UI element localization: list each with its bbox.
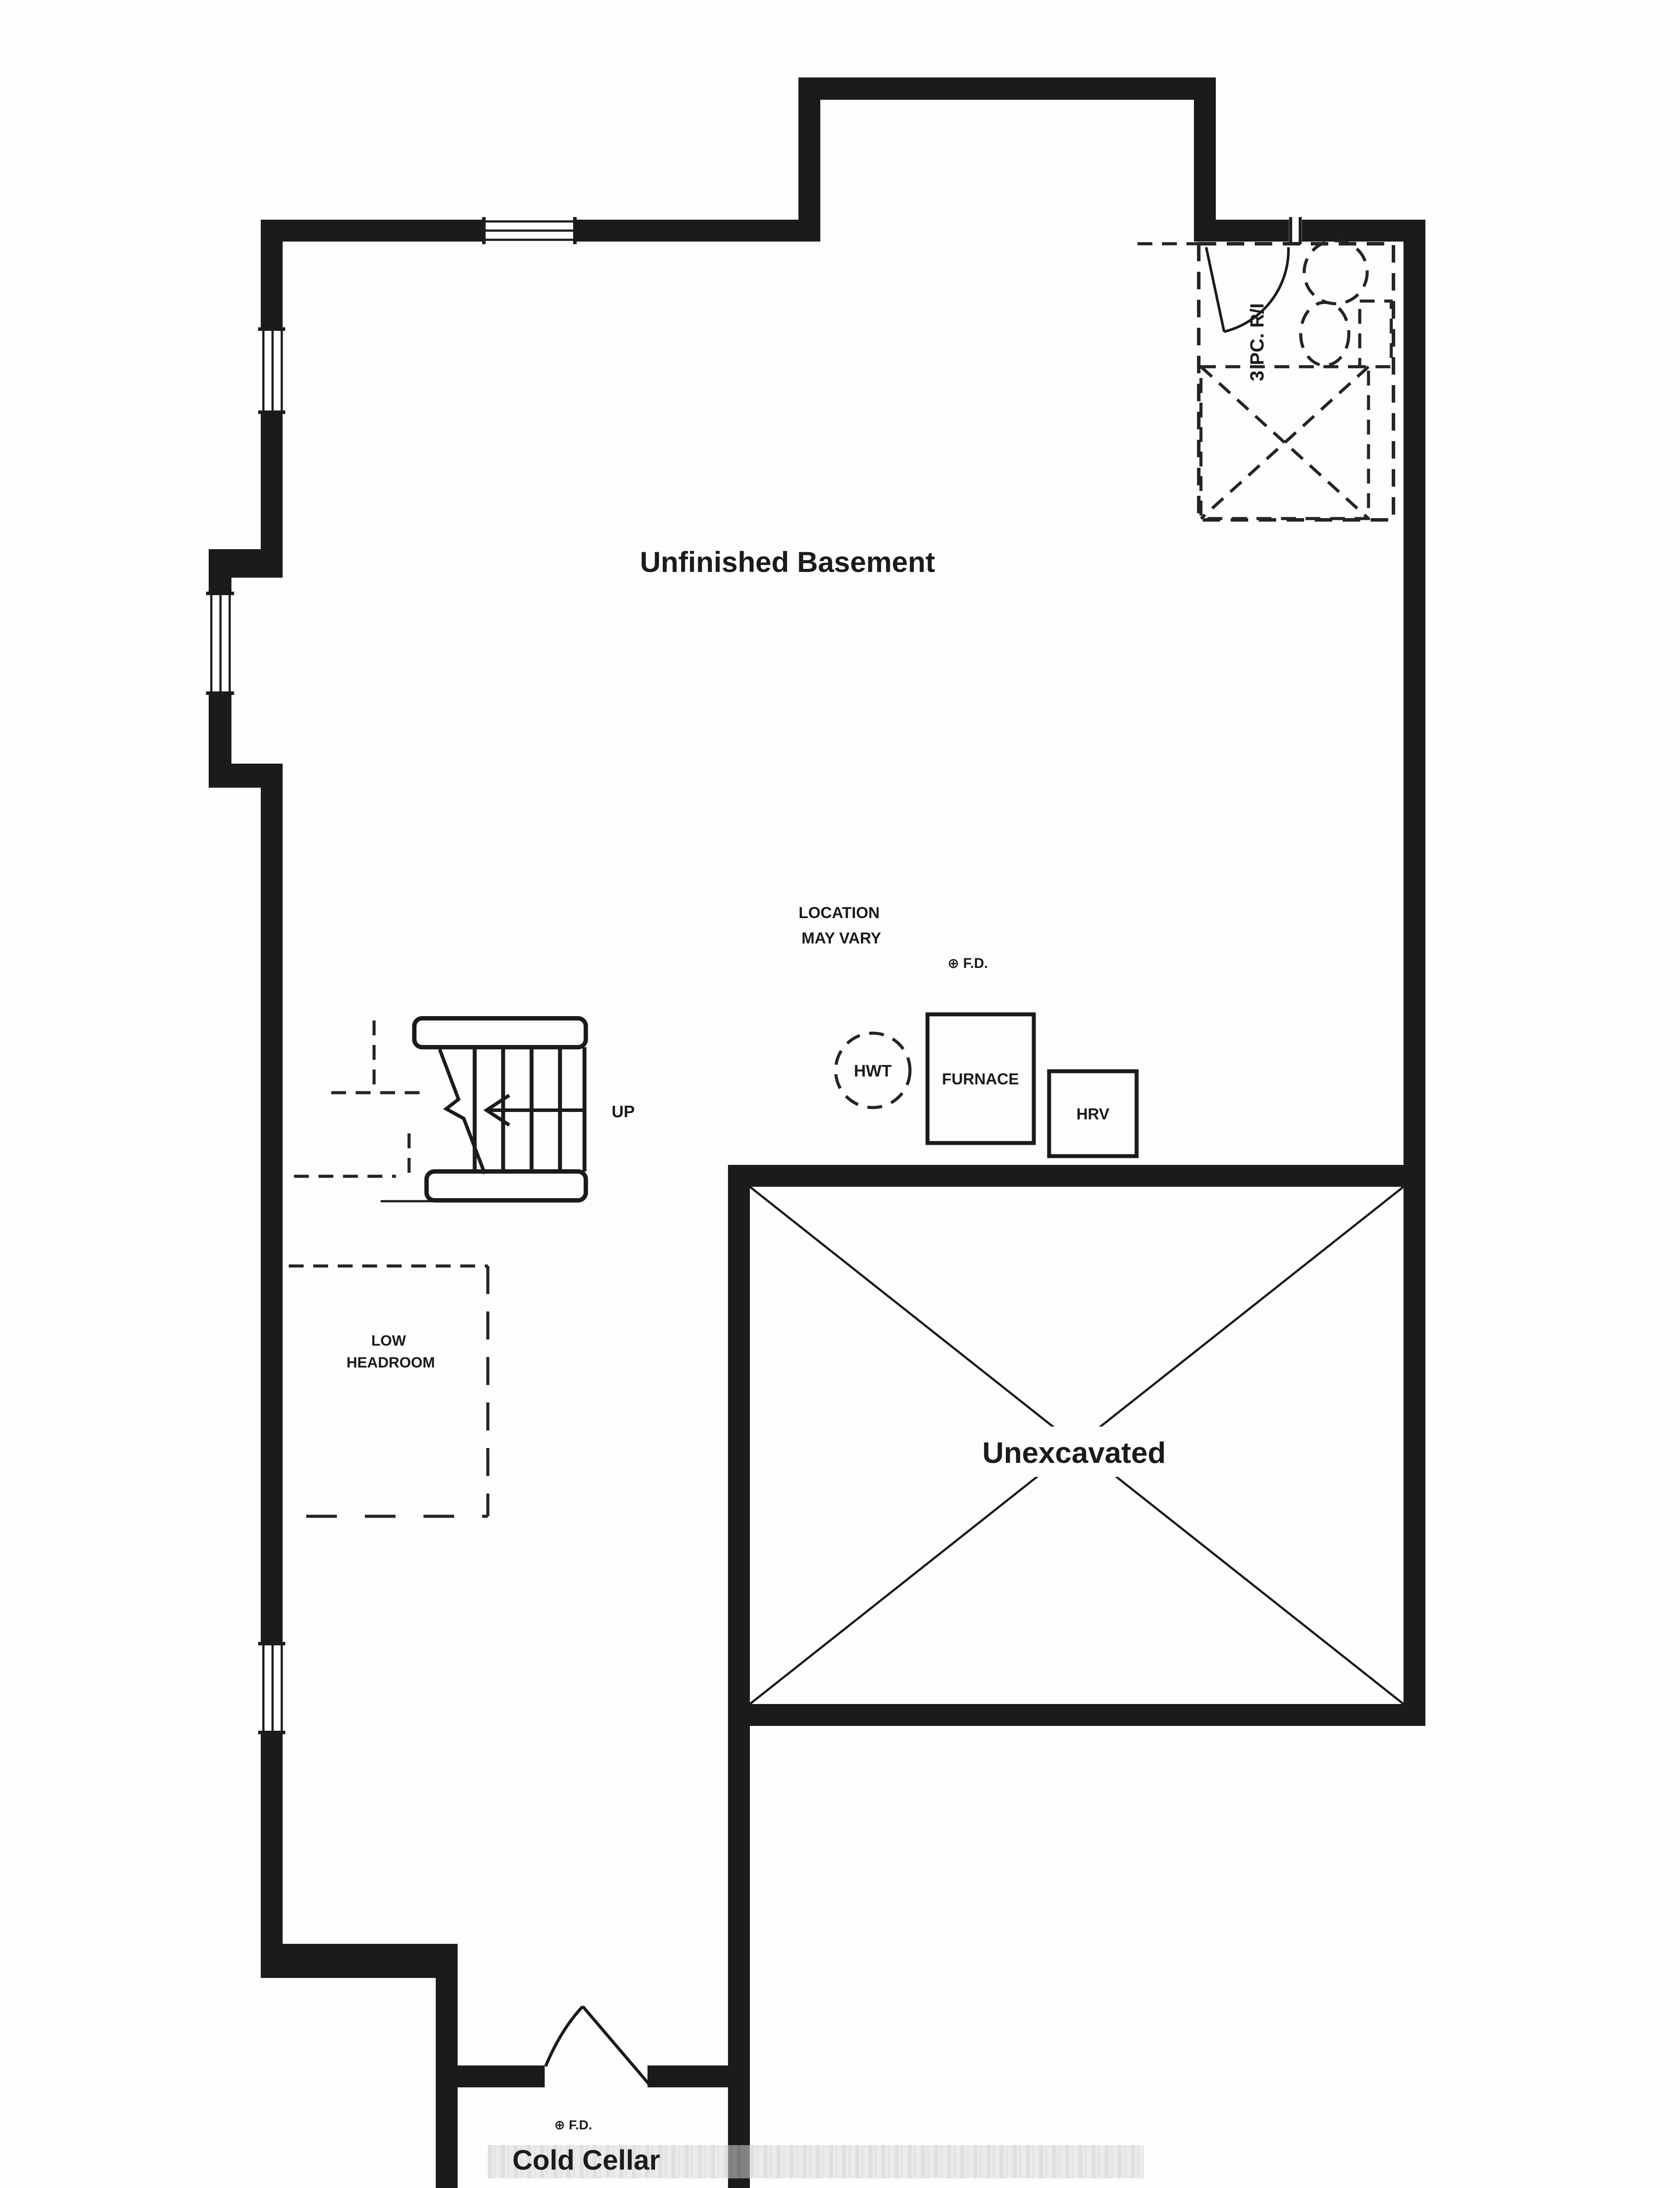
hwt-icon <box>834 1031 912 1109</box>
stair-bottom-rail <box>424 1169 588 1203</box>
wall-bumpout-left <box>798 77 820 242</box>
wall-coldcellar-left <box>436 2065 458 2188</box>
toilet-bowl-icon <box>1299 301 1351 367</box>
wall-bay-bottom <box>209 764 283 788</box>
window-left-wall-upper <box>258 327 285 414</box>
exterior-walls <box>209 77 1425 2188</box>
unexcavated-area: Unexcavated <box>749 1186 1404 1705</box>
location-note: LOCATION MAY VARY <box>798 904 884 947</box>
window-jambs <box>258 1642 285 1734</box>
cold-cellar-fd-label: ⊕ F.D. <box>554 2118 592 2132</box>
unexcavated-label: Unexcavated <box>982 1436 1166 1469</box>
wall-step-vertical <box>436 1978 458 2065</box>
window-glass-lines <box>262 1644 283 1732</box>
window-glass-lines <box>210 593 231 693</box>
wall-unexcavated-top <box>728 1165 1404 1187</box>
direction-arrow-head <box>483 1094 511 1127</box>
wall-lower-right <box>728 1704 750 2188</box>
wall-step-horizontal <box>283 1944 458 1978</box>
bathroom-rough-in: 3 PC. R/I <box>1138 239 1395 522</box>
main-room-label: Unfinished Basement <box>640 546 935 578</box>
bathroom-dashed-outline <box>1197 242 1395 522</box>
window-jambs <box>1289 217 1302 244</box>
low-headroom-zone: LOW HEADROOM <box>289 1264 490 1518</box>
toilet-tank-icon <box>1358 299 1393 368</box>
window-left-wall-lower <box>258 1642 285 1734</box>
window-glass-lines <box>262 329 283 412</box>
cold-cellar: ⊕ F.D. Cold Cellar <box>488 2005 1144 2178</box>
low-headroom-line2: HEADROOM <box>346 1354 435 1371</box>
up-label: UP <box>612 1103 635 1121</box>
window-jambs <box>258 327 285 414</box>
wall-right <box>1404 220 1425 1726</box>
wall-left-lower <box>261 788 283 1978</box>
shower-base-icon <box>1199 365 1370 520</box>
low-headroom-line1: LOW <box>371 1332 406 1349</box>
window-jambs <box>206 592 234 695</box>
stair-top-rail <box>412 1016 588 1049</box>
cold-cellar-door-left-leaf <box>544 2005 584 2067</box>
stair-break-line <box>438 1048 486 1175</box>
wall-coldcellar-stub-right <box>648 2065 750 2087</box>
furnace-label: FURNACE <box>942 1070 1019 1088</box>
sink-icon <box>1302 239 1369 305</box>
label-backing <box>932 1427 1216 1477</box>
floor-drain-label: ⊕ F.D. <box>948 955 988 971</box>
hwt-label: HWT <box>854 1062 892 1080</box>
low-headroom-label: LOW HEADROOM <box>346 1332 435 1371</box>
window-jambs <box>482 217 577 244</box>
wall-coldcellar-stub-left <box>458 2065 545 2087</box>
stairs: UP <box>294 1016 635 1203</box>
door-leaf <box>1205 247 1225 332</box>
hrv-box <box>1047 1069 1139 1158</box>
window-top-wall <box>482 217 577 244</box>
wall-unexcavated-left <box>728 1165 750 1726</box>
location-note-line2: MAY VARY <box>802 929 881 947</box>
mechanical-equipment: LOCATION MAY VARY ⊕ F.D. HWT FURNACE HRV <box>798 904 1139 1158</box>
furnace-box <box>925 1012 1036 1145</box>
window-top-right-tick <box>1289 217 1302 244</box>
watermark-band <box>488 2145 1144 2178</box>
cold-cellar-door-right-leaf <box>581 2005 652 2088</box>
wall-bumpout-right <box>1194 77 1216 242</box>
windows <box>206 217 1302 1734</box>
bathroom-label: 3 PC. R/I <box>1246 303 1268 382</box>
hrv-label: HRV <box>1076 1105 1109 1123</box>
door-swing-arc <box>1224 247 1290 333</box>
window-bay-wall <box>206 592 234 695</box>
wall-top-right <box>1216 220 1425 242</box>
shower-cross-icon <box>1200 365 1370 520</box>
location-note-line1: LOCATION <box>798 904 879 922</box>
cold-cellar-label: Cold Cellar <box>512 2144 660 2176</box>
wall-bumpout-top <box>798 77 1216 100</box>
wall-unexcavated-bottom <box>728 1704 1425 1726</box>
window-glass-lines <box>484 220 575 241</box>
